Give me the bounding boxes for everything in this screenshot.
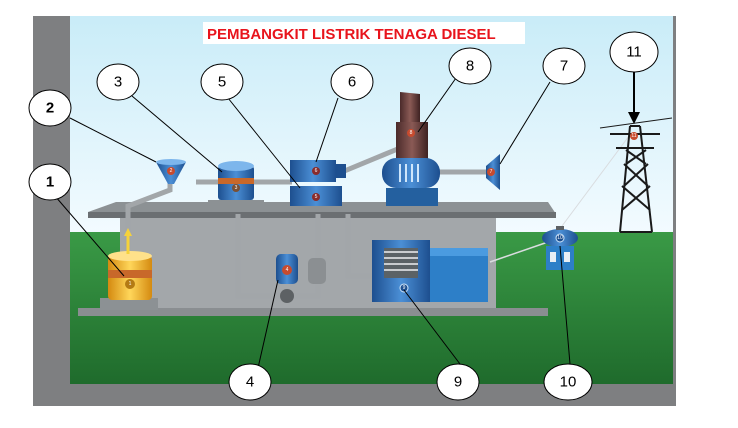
sky	[70, 16, 673, 234]
svg-text:11: 11	[626, 44, 642, 61]
svg-text:9: 9	[403, 285, 406, 291]
fuel-pump: 4	[276, 254, 326, 303]
svg-text:7: 7	[560, 58, 568, 75]
svg-text:3: 3	[235, 185, 238, 191]
svg-text:8: 8	[466, 58, 474, 75]
svg-text:5: 5	[218, 74, 226, 91]
svg-text:10: 10	[557, 235, 563, 241]
svg-text:2: 2	[170, 168, 173, 174]
svg-text:1: 1	[46, 174, 54, 191]
transmission-tower	[599, 117, 673, 233]
svg-text:7: 7	[490, 169, 493, 175]
svg-text:4: 4	[246, 374, 254, 391]
fuel-funnel: 2	[156, 159, 186, 184]
svg-text:6: 6	[348, 74, 356, 91]
callout-6: 6	[330, 63, 374, 101]
tower-tag	[630, 132, 638, 140]
svg-text:5: 5	[315, 194, 318, 200]
diagram-title: PEMBANGKIT LISTRIK TENAGA DIESEL	[207, 26, 496, 43]
callout-1: 1	[28, 163, 72, 201]
callout-10: 10	[543, 363, 593, 401]
callout-8: 8	[448, 47, 492, 85]
svg-text:3: 3	[114, 74, 122, 91]
svg-text:9: 9	[454, 374, 462, 391]
tower-arrow-head	[628, 112, 640, 124]
callout-4: 4	[228, 363, 272, 401]
title-box	[203, 22, 525, 44]
svg-text:8: 8	[410, 130, 413, 136]
exhaust-outlet: 7	[486, 154, 500, 190]
diesel-engine: 8	[380, 92, 444, 212]
day-tank: 3	[208, 161, 264, 210]
fuel-tank: 1	[100, 228, 158, 310]
callout-11: 11	[609, 31, 659, 73]
callout-9: 9	[436, 363, 480, 401]
svg-text:2: 2	[46, 100, 54, 117]
leader-lines	[54, 77, 571, 369]
callout-5: 5	[200, 63, 244, 101]
svg-text:1: 1	[129, 281, 132, 287]
callout-2: 2	[28, 89, 72, 127]
svg-text:6: 6	[315, 168, 318, 174]
svg-text:11: 11	[631, 133, 636, 139]
filter-unit: 6 5	[286, 160, 346, 212]
callout-7: 7	[542, 47, 586, 85]
callout-3: 3	[96, 63, 140, 101]
svg-text:4: 4	[286, 267, 289, 273]
building-roof-edge	[88, 212, 556, 218]
svg-text:10: 10	[560, 374, 577, 391]
building-floor	[78, 308, 548, 316]
generator: 9	[372, 240, 488, 302]
